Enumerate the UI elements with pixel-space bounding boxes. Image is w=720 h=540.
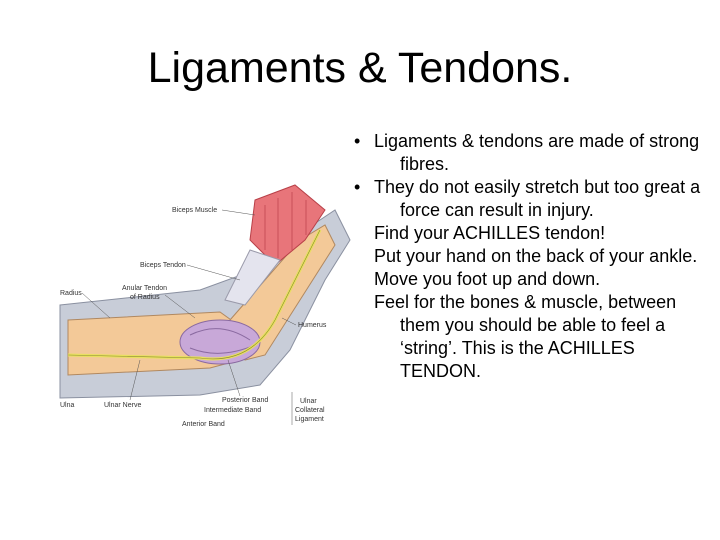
- slide-title: Ligaments & Tendons.: [147, 44, 573, 92]
- biceps-tendon: [224, 249, 281, 306]
- bullet-dot-icon: •: [354, 177, 361, 197]
- bullet-dot-icon: •: [354, 131, 361, 151]
- label-ulnar-collateral-2: Collateral: [295, 407, 325, 414]
- label-anular-tendon: Anular Tendon: [122, 285, 167, 292]
- paragraph: Put your hand on the back of your ankle.: [374, 246, 698, 266]
- bullet-text: They do not easily stretch but too great…: [374, 177, 701, 220]
- label-intermediate-band: Intermediate Band: [204, 407, 261, 414]
- label-biceps-tendon: Biceps Tendon: [140, 262, 186, 269]
- paragraph: Find your ACHILLES tendon!: [374, 223, 606, 243]
- label-posterior-band: Posterior Band: [222, 397, 268, 404]
- slide-body-text: • Ligaments & tendons are made of strong …: [354, 130, 704, 383]
- elbow-diagram-svg: Biceps Muscle Biceps Tendon Radius Anula…: [59, 184, 351, 428]
- label-ulnar-collateral-1: Ulnar: [300, 398, 317, 405]
- bullet-item: • Ligaments & tendons are made of strong …: [354, 130, 704, 176]
- bullet-text: Ligaments & tendons are made of strong f…: [374, 131, 700, 174]
- paragraph: Feel for the bones & muscle, between the…: [374, 292, 677, 381]
- label-ulnar-collateral-3: Ligament: [295, 416, 324, 423]
- label-radius: Radius: [60, 290, 82, 297]
- label-ulna: Ulna: [60, 402, 75, 409]
- bullet-item: • They do not easily stretch but too grea…: [354, 176, 704, 222]
- label-ulnar-nerve: Ulnar Nerve: [104, 402, 141, 409]
- label-biceps-muscle: Biceps Muscle: [172, 207, 217, 214]
- label-anterior-band: Anterior Band: [182, 421, 225, 428]
- label-humerus: Humerus: [298, 322, 327, 329]
- label-anular-of-radius: of Radius: [130, 294, 160, 301]
- paragraph: Move you foot up and down.: [374, 269, 601, 289]
- elbow-anatomy-illustration: Biceps Muscle Biceps Tendon Radius Anula…: [50, 170, 370, 435]
